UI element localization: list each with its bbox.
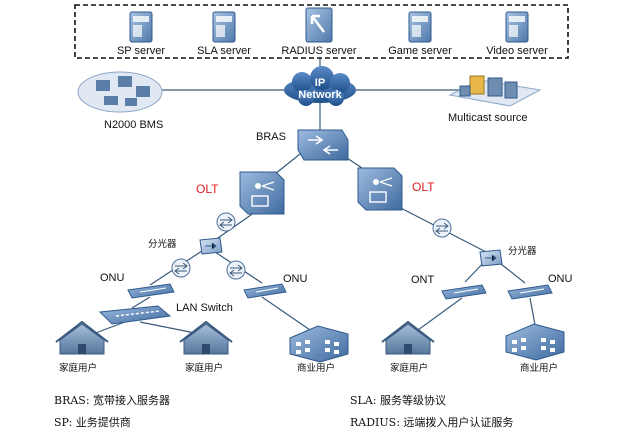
- ip-network-line1: IP: [315, 77, 325, 89]
- multicast-source-icon: [448, 75, 542, 107]
- radius-server-label: RADIUS server: [281, 45, 357, 57]
- splitter-right-icon: [479, 249, 503, 267]
- bras-router-icon: [297, 129, 349, 161]
- business-user-2-icon: [505, 323, 565, 361]
- business-user-1-label: 商业用户: [297, 362, 335, 374]
- home-user-1-label: 家庭用户: [59, 362, 97, 374]
- sp-server-icon: [129, 11, 153, 43]
- bras-label: BRAS: [256, 131, 286, 143]
- lan-switch-icon: [98, 305, 172, 325]
- legend-bras: BRAS: 宽带接入服务器: [54, 393, 170, 407]
- onu-a-label: ONU: [100, 272, 125, 284]
- home-user-3-icon: [381, 320, 435, 355]
- legend-sp: SP: 业务提供商: [54, 415, 131, 429]
- ip-network-cloud-icon: [284, 66, 356, 106]
- business-user-2-label: 商业用户: [520, 362, 558, 374]
- home-user-3-label: 家庭用户: [390, 362, 428, 374]
- olt-left-label: OLT: [196, 182, 219, 196]
- onu-a-icon: [127, 283, 175, 299]
- onu-c-label: ONU: [548, 273, 573, 285]
- ip-network-line2: Network: [298, 89, 342, 101]
- server-group-frame: [74, 4, 569, 59]
- multicast-source-label: Multicast source: [448, 112, 527, 124]
- splitter-right-label: 分光器: [508, 245, 537, 257]
- home-user-1-icon: [55, 320, 109, 355]
- n2000-bms-label: N2000 BMS: [104, 119, 163, 131]
- olt-left-icon: [239, 171, 285, 215]
- sp-server-label: SP server: [117, 45, 165, 57]
- legend-radius: RADIUS: 远端拨入用户认证服务: [350, 415, 513, 429]
- onu-b-label: ONU: [283, 273, 308, 285]
- ont-icon: [441, 284, 487, 300]
- onu-b-icon: [243, 283, 287, 299]
- olt-right-label: OLT: [412, 180, 435, 194]
- game-server-label: Game server: [388, 45, 452, 57]
- n2000-bms-icon: [77, 71, 163, 113]
- splitter-left-label: 分光器: [148, 238, 177, 250]
- olt-right-icon: [357, 167, 403, 211]
- splitter-left-icon: [199, 237, 223, 255]
- optical-connector-icon: [226, 260, 246, 280]
- game-server-icon: [408, 11, 432, 43]
- home-user-2-label: 家庭用户: [185, 362, 223, 374]
- optical-connector-icon: [171, 258, 191, 278]
- home-user-2-icon: [179, 320, 233, 355]
- sla-server-label: SLA server: [197, 45, 251, 57]
- video-server-icon: [505, 11, 529, 43]
- sla-server-icon: [212, 11, 236, 43]
- optical-connector-icon: [432, 218, 452, 238]
- legend-sla: SLA: 服务等级协议: [350, 393, 446, 407]
- business-user-1-icon: [289, 325, 349, 363]
- onu-c-icon: [507, 284, 553, 300]
- optical-connector-icon: [216, 212, 236, 232]
- ont-label: ONT: [411, 274, 435, 286]
- radius-server-icon: [305, 7, 333, 43]
- lan-switch-label: LAN Switch: [176, 302, 233, 314]
- video-server-label: Video server: [486, 45, 548, 57]
